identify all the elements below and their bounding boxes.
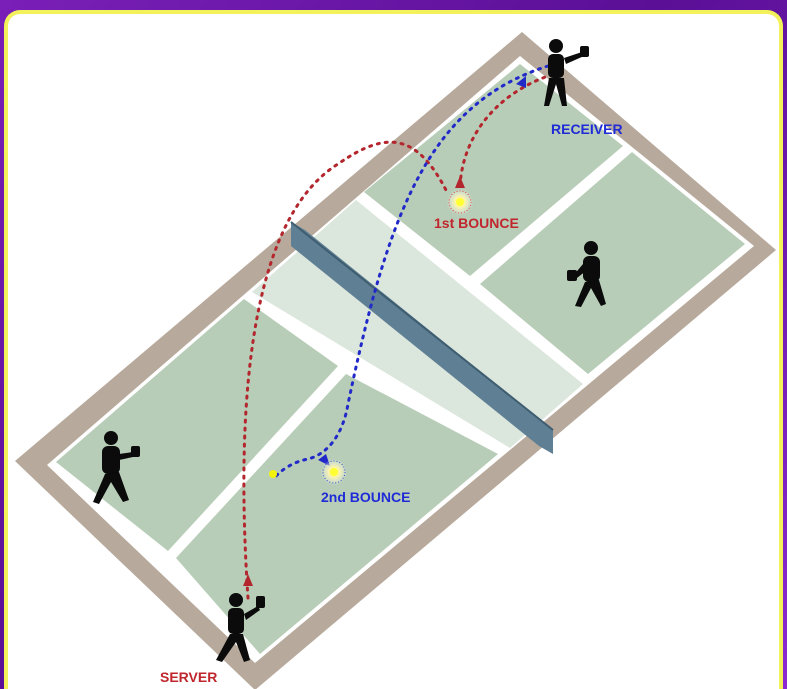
ball — [269, 470, 277, 478]
second-bounce-label: 2nd BOUNCE — [321, 489, 410, 505]
second-bounce-marker — [321, 459, 347, 485]
diagram-frame: RECEIVER 1st BOUNCE 2nd BOUNCE SERVER — [4, 10, 783, 689]
first-bounce-label: 1st BOUNCE — [434, 215, 519, 231]
first-bounce-marker — [447, 189, 473, 215]
court-diagram: RECEIVER 1st BOUNCE 2nd BOUNCE SERVER — [8, 14, 783, 689]
receiver-label: RECEIVER — [551, 121, 623, 137]
server-label: SERVER — [160, 669, 217, 685]
